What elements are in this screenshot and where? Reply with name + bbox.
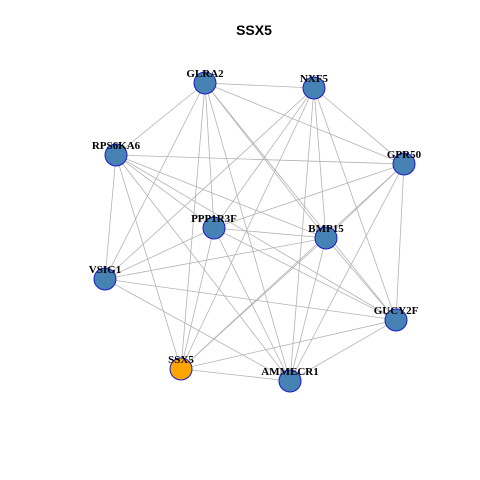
edge-glra2-bmp15 — [204, 82, 327, 239]
edge-bmp15-ssx5 — [180, 237, 327, 370]
edge-nxf5-bmp15 — [313, 87, 327, 239]
node-label: NXF5 — [300, 73, 329, 85]
node-circle — [314, 226, 338, 250]
edge-ssx5-ammecr1 — [180, 368, 291, 382]
edge-ppp1r3f-vsig1 — [104, 227, 215, 280]
edge-ppp1r3f-bmp15 — [213, 227, 327, 239]
node-label: BMP15 — [308, 223, 344, 235]
edge-glra2-ppp1r3f — [204, 82, 215, 229]
node-label: AMMECR1 — [261, 366, 318, 378]
edge-gpr50-gucy2f — [395, 163, 405, 321]
node-label: GUCY2F — [374, 305, 419, 317]
edge-ppp1r3f-ssx5 — [180, 227, 215, 370]
node-ssx5: SSX5 — [168, 354, 194, 381]
edge-rps6ka6-ppp1r3f — [115, 154, 215, 229]
edge-glra2-vsig1 — [104, 82, 206, 280]
node-circle — [93, 267, 117, 291]
node-rps6ka6: RPS6KA6 — [92, 140, 141, 167]
node-label: VSIG1 — [89, 264, 121, 276]
node-ppp1r3f: PPP1R3F — [191, 213, 237, 240]
edge-gucy2f-ammecr1 — [289, 319, 397, 382]
graph-title: SSX5 — [236, 22, 272, 38]
node-label: RPS6KA6 — [92, 140, 141, 152]
edge-glra2-nxf5 — [204, 82, 315, 89]
edge-glra2-gpr50 — [204, 82, 405, 165]
node-vsig1: VSIG1 — [89, 264, 121, 291]
edge-rps6ka6-vsig1 — [104, 154, 117, 280]
edge-ppp1r3f-gucy2f — [213, 227, 397, 321]
node-label: GPR50 — [387, 149, 422, 161]
edge-bmp15-ammecr1 — [289, 237, 327, 382]
edge-nxf5-ssx5 — [180, 87, 315, 370]
node-circle — [384, 308, 408, 332]
edge-rps6ka6-bmp15 — [115, 154, 327, 239]
edge-glra2-ssx5 — [180, 82, 206, 370]
edge-nxf5-vsig1 — [104, 87, 315, 280]
edge-nxf5-gpr50 — [313, 87, 405, 165]
node-label: SSX5 — [168, 354, 194, 366]
node-nxf5: NXF5 — [300, 73, 329, 100]
edge-glra2-gucy2f — [204, 82, 397, 321]
edge-vsig1-ammecr1 — [104, 278, 291, 382]
edge-glra2-rps6ka6 — [115, 82, 206, 156]
edge-gpr50-ammecr1 — [289, 163, 405, 382]
node-gpr50: GPR50 — [387, 149, 422, 176]
edge-glra2-ammecr1 — [204, 82, 291, 382]
edge-nxf5-ammecr1 — [289, 87, 315, 382]
node-circle — [104, 143, 128, 167]
node-label: PPP1R3F — [191, 213, 237, 225]
edge-nxf5-gucy2f — [313, 87, 397, 321]
edge-rps6ka6-gucy2f — [115, 154, 397, 321]
node-bmp15: BMP15 — [308, 223, 344, 250]
edge-gpr50-ppp1r3f — [213, 163, 405, 229]
edge-rps6ka6-ssx5 — [115, 154, 182, 370]
node-circle — [278, 369, 302, 393]
node-label: GLRA2 — [186, 68, 224, 80]
edges-layer — [104, 82, 405, 382]
edge-rps6ka6-gpr50 — [115, 154, 405, 165]
edge-bmp15-vsig1 — [104, 237, 327, 280]
edge-gucy2f-ssx5 — [180, 319, 397, 370]
edge-vsig1-gucy2f — [104, 278, 397, 321]
node-circle — [193, 71, 217, 95]
node-glra2: GLRA2 — [186, 68, 224, 95]
node-gucy2f: GUCY2F — [374, 305, 419, 332]
node-circle — [169, 357, 193, 381]
edge-gpr50-ssx5 — [180, 163, 405, 370]
node-circle — [202, 216, 226, 240]
node-circle — [302, 76, 326, 100]
edge-nxf5-ppp1r3f — [213, 87, 315, 229]
node-ammecr1: AMMECR1 — [261, 366, 319, 393]
edge-rps6ka6-ammecr1 — [115, 154, 291, 382]
edge-bmp15-gucy2f — [325, 237, 397, 321]
node-circle — [392, 152, 416, 176]
